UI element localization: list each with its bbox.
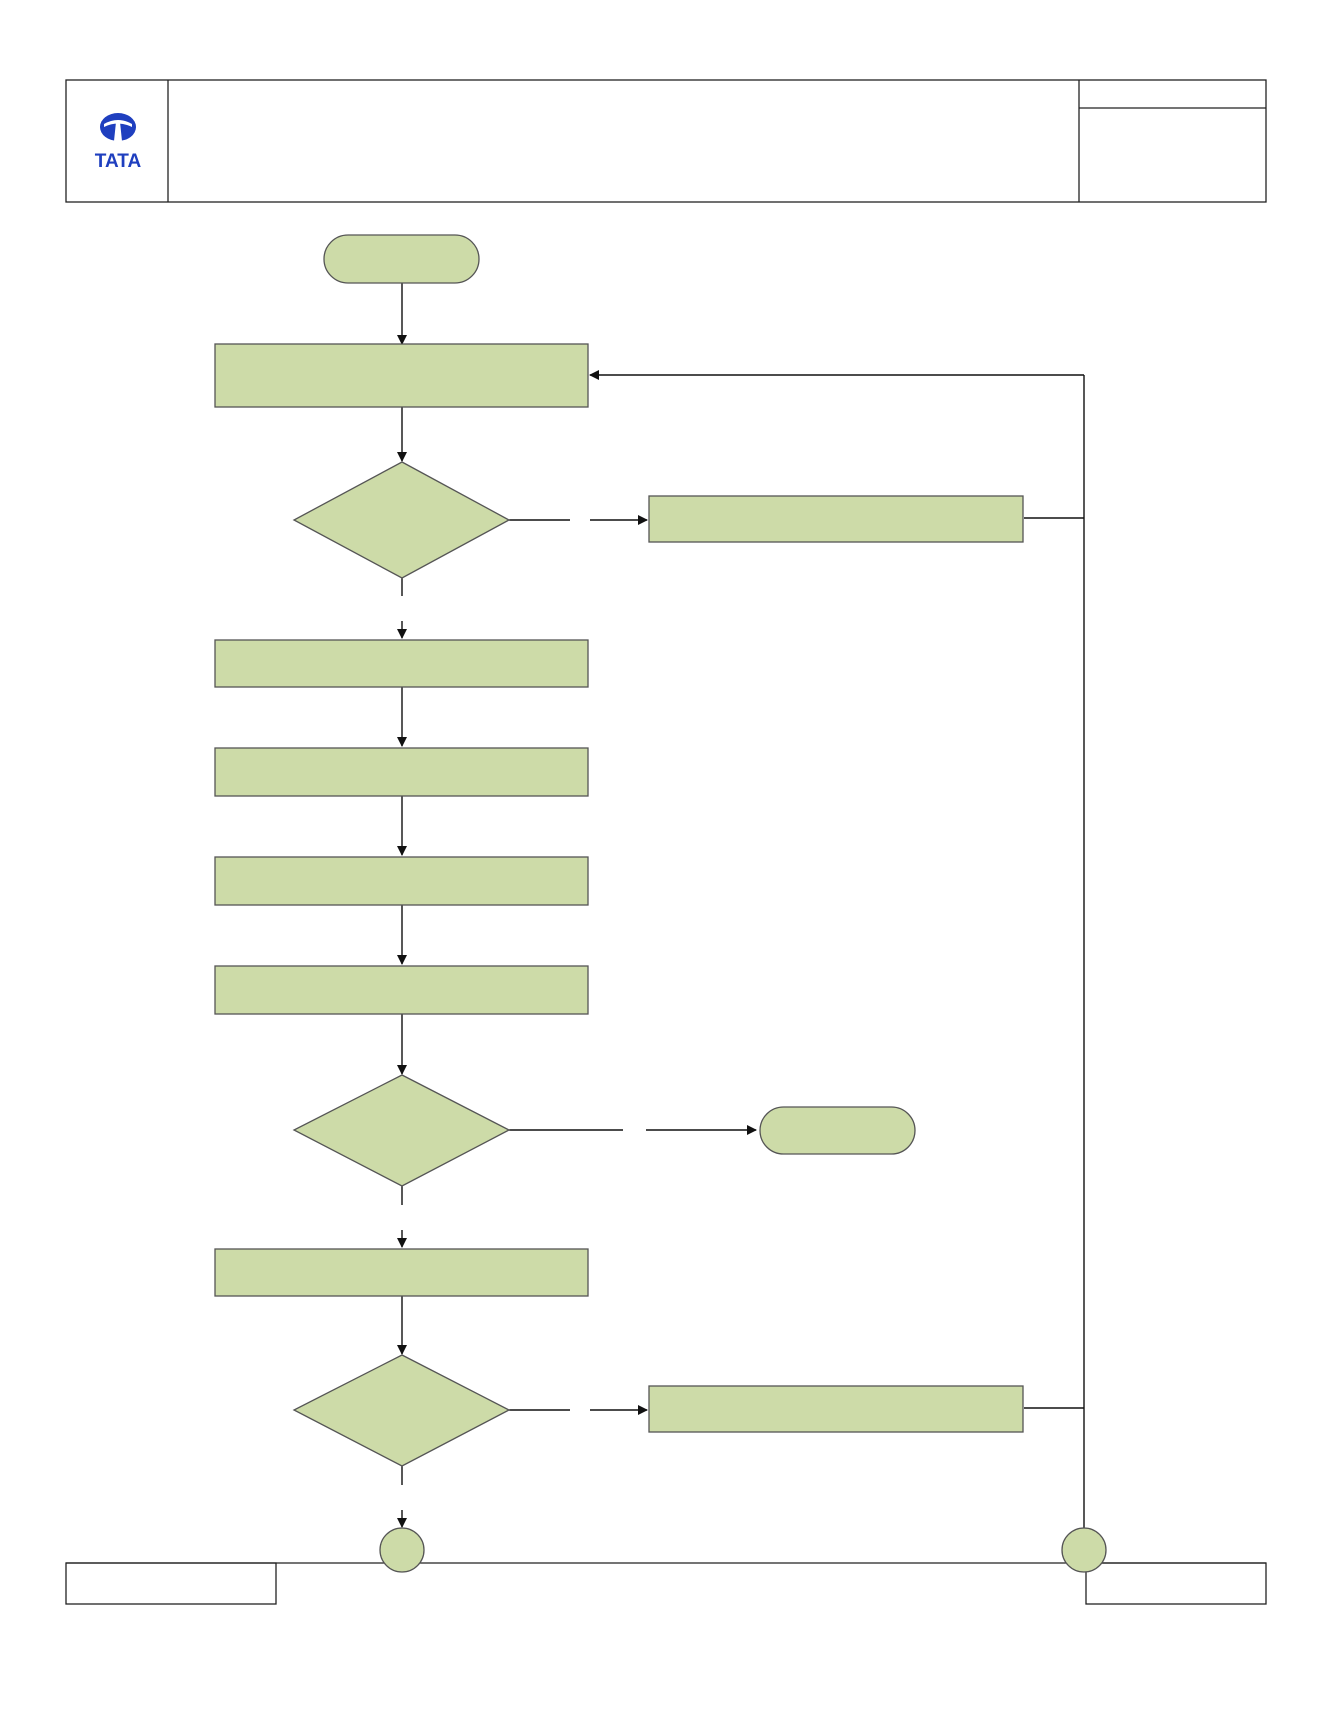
node-decision3 (292, 1354, 511, 1467)
connector-down-node (379, 1527, 425, 1573)
process-side-action1 (648, 495, 1024, 543)
node-decision2 (292, 1074, 511, 1187)
node-end (759, 1106, 916, 1155)
node-step4 (214, 856, 589, 906)
offpage-connector-down (379, 1527, 425, 1573)
footer-left-box (65, 1562, 277, 1605)
process-step2 (214, 639, 589, 688)
tata-logo-icon: TATA (95, 113, 142, 172)
process-step4 (214, 856, 589, 906)
decision1-diamond (292, 461, 511, 579)
process-step6 (214, 1248, 589, 1297)
node-step2 (214, 639, 589, 688)
process-step5 (214, 965, 589, 1015)
terminal-start (323, 234, 480, 284)
flow-connectors (397, 283, 1085, 1530)
node-step3 (214, 747, 589, 797)
node-step5 (214, 965, 589, 1015)
terminal-end (759, 1106, 916, 1155)
node-start (323, 234, 480, 284)
footer-right-box (1085, 1562, 1267, 1605)
node-step6 (214, 1248, 589, 1297)
decision3-diamond (292, 1354, 511, 1467)
process-step3 (214, 747, 589, 797)
header-frame (65, 79, 1267, 203)
node-step1 (214, 343, 589, 408)
connector-return-node (1061, 1527, 1107, 1573)
decision2-diamond (292, 1074, 511, 1187)
node-side-action1 (648, 495, 1024, 543)
header-block: TATA (65, 79, 1267, 203)
node-side-action2 (648, 1385, 1024, 1433)
process-side-action2 (648, 1385, 1024, 1433)
logo-text: TATA (95, 151, 142, 172)
node-decision1 (292, 461, 511, 579)
process-step1 (214, 343, 589, 408)
offpage-connector-return (1061, 1527, 1107, 1573)
